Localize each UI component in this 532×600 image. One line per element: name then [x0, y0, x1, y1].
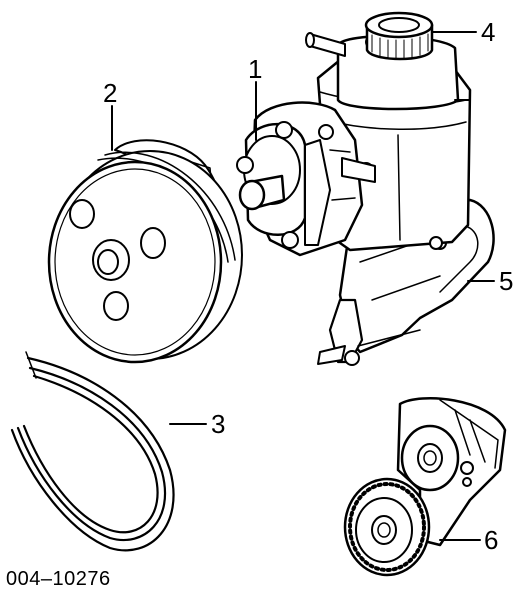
- power-steering-pump: [236, 101, 443, 257]
- leader-lines: [111, 31, 495, 541]
- serpentine-belt: [10, 351, 175, 552]
- diagram-code: 004–10276: [6, 568, 111, 590]
- callout-3: 3: [211, 409, 225, 439]
- callout-2: 2: [103, 78, 117, 108]
- callout-5: 5: [499, 266, 513, 296]
- callout-4: 4: [481, 17, 495, 47]
- callout-6: 6: [484, 525, 498, 555]
- callout-1: 1: [248, 54, 262, 84]
- belt-tensioner: [343, 397, 507, 577]
- power-steering-pulley: [47, 139, 243, 364]
